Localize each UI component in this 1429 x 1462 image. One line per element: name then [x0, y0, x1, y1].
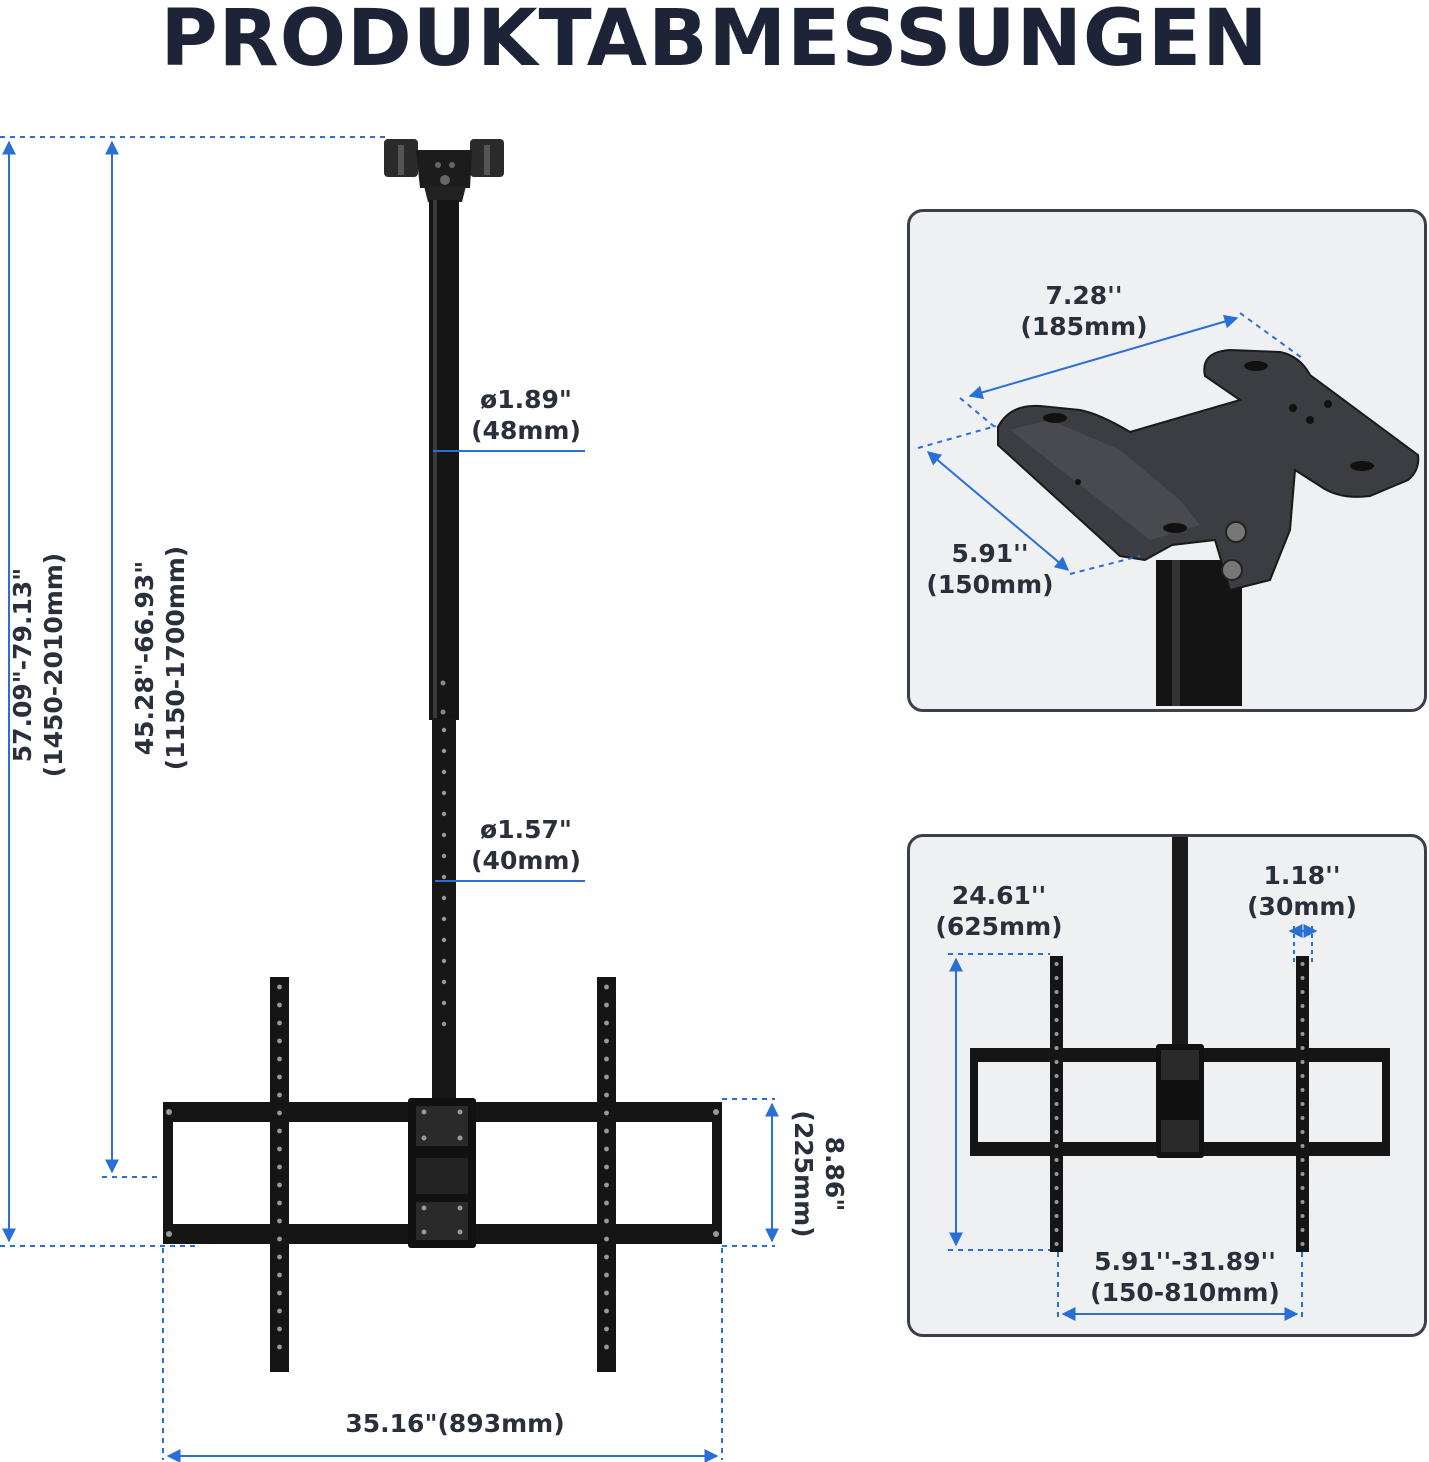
- frame-height-inch: 8.86": [820, 1136, 849, 1212]
- pole-height-inch: 45.28"-66.93": [130, 560, 159, 756]
- ceiling-plate-drawing: [997, 348, 1420, 706]
- pole-height-label: 45.28"-66.93" (1150-1700mm): [129, 528, 191, 788]
- bracket-spacing-inch: 5.91''-31.89'': [1094, 1247, 1276, 1276]
- bracket-spacing-mm: (150-810mm): [1090, 1278, 1280, 1307]
- frame-height-label: 8.86" (225mm): [788, 1104, 850, 1244]
- bracket-width-inch: 1.18'': [1263, 861, 1341, 890]
- ceiling-bracket: [384, 139, 504, 202]
- bracket-width-label: 1.18'' (30mm): [1232, 860, 1372, 922]
- ceiling-plate-length-label: 7.28'' (185mm): [1014, 280, 1154, 342]
- frame-width-value: 35.16"(893mm): [345, 1409, 565, 1438]
- bracket-height-inch: 24.61'': [951, 881, 1047, 910]
- ceiling-plate-width-inch: 5.91'': [951, 539, 1029, 568]
- bracket-height-label: 24.61'' (625mm): [929, 880, 1069, 942]
- ceiling-plate-width-label: 5.91'' (150mm): [920, 538, 1060, 600]
- bracket-spacing-label: 5.91''-31.89'' (150-810mm): [1080, 1246, 1290, 1308]
- page-title: PRODUKTABMESSUNGEN: [160, 0, 1269, 84]
- lower-pole-diameter-label: ø1.57" (40mm): [456, 814, 596, 876]
- ceiling-plate-length-mm: (185mm): [1020, 312, 1148, 341]
- bracket-height-mm: (625mm): [935, 912, 1063, 941]
- dimension-lines: [0, 136, 779, 1462]
- lower-pole: [432, 718, 456, 1103]
- ceiling-mount-drawing: [163, 139, 722, 1372]
- ceiling-plate-dimension-lines: [917, 312, 1303, 575]
- upper-pole-diameter-mm: (48mm): [471, 416, 581, 445]
- total-height-inch: 57.09"-79.13": [8, 567, 37, 763]
- bracket-width-mm: (30mm): [1247, 892, 1357, 921]
- total-height-label: 57.09"-79.13" (1450-2010mm): [7, 535, 69, 795]
- upper-pole-diameter-inch: ø1.89": [480, 385, 572, 414]
- total-height-mm: (1450-2010mm): [39, 552, 68, 778]
- bracket-frame-drawing: [970, 837, 1390, 1252]
- ceiling-plate-length-inch: 7.28'': [1045, 281, 1123, 310]
- frame-width-label: 35.16"(893mm): [305, 1408, 605, 1439]
- pole-height-mm: (1150-1700mm): [161, 545, 190, 771]
- lower-pole-diameter-inch: ø1.57": [480, 815, 572, 844]
- bracket-dimension-lines: [948, 924, 1318, 1321]
- upper-pole-diameter-label: ø1.89" (48mm): [456, 384, 596, 446]
- lower-pole-diameter-mm: (40mm): [471, 846, 581, 875]
- tv-frame: [163, 977, 722, 1372]
- ceiling-plate-width-mm: (150mm): [926, 570, 1054, 599]
- frame-height-mm: (225mm): [789, 1110, 818, 1238]
